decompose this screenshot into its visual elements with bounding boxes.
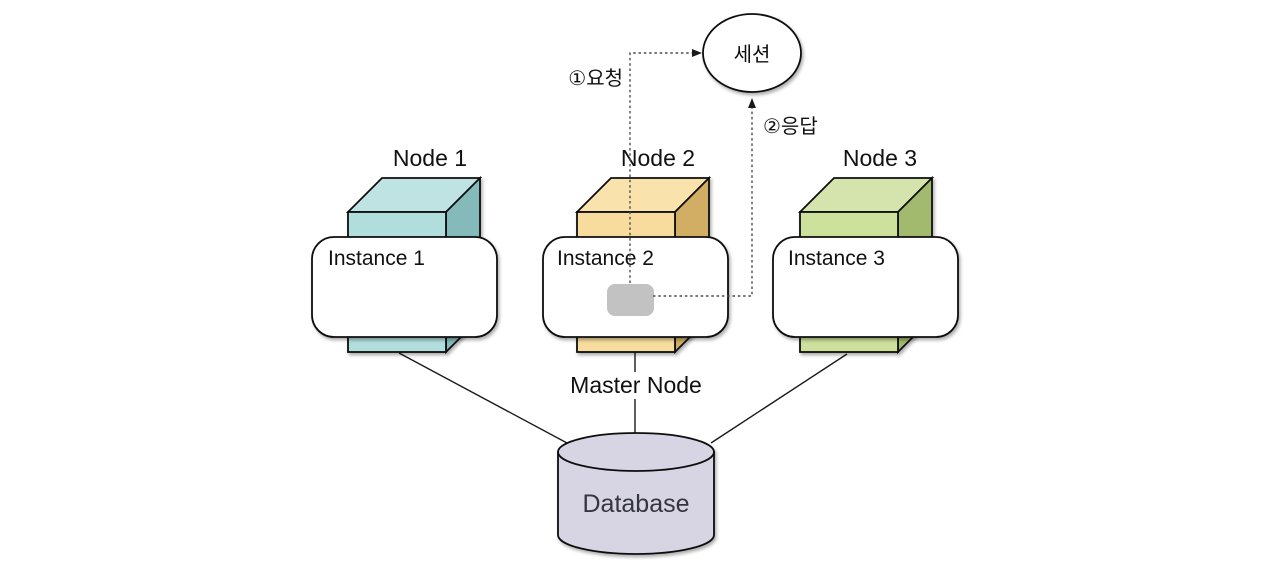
master-node-label-bg xyxy=(561,372,711,399)
node-3: Node 3 Instance 3 xyxy=(772,145,959,355)
instance-3-box xyxy=(772,236,959,338)
instance-3-label: Instance 3 xyxy=(788,247,885,270)
node-2: Node 2 Instance 2 xyxy=(542,145,729,355)
flow-arrows: ①요청 ②응답 xyxy=(568,49,818,297)
session: 세션 xyxy=(702,13,802,93)
database-label: Database xyxy=(582,490,689,518)
node-1-label: Node 1 xyxy=(393,145,467,171)
instance-1-box xyxy=(311,236,498,338)
connector-node1-db xyxy=(398,352,568,444)
master-node: Master Node xyxy=(561,372,711,399)
node-2-label: Node 2 xyxy=(621,145,695,171)
database-cylinder-body xyxy=(557,451,715,555)
instance-1-label: Instance 1 xyxy=(328,247,425,270)
connector-node3-db xyxy=(710,353,848,444)
instance-2-label: Instance 2 xyxy=(557,247,654,270)
session-label: 세션 xyxy=(734,43,771,66)
database: Database xyxy=(557,432,715,555)
master-node-label: Master Node xyxy=(570,372,702,398)
node-1: Node 1 Instance 1 xyxy=(311,145,498,355)
response-label: ②응답 xyxy=(763,115,818,138)
response-arrow xyxy=(653,98,756,297)
request-label: ①요청 xyxy=(568,67,623,90)
session-circle xyxy=(702,13,802,93)
request-arrow xyxy=(629,49,702,283)
session-data-box xyxy=(607,284,654,316)
node-3-label: Node 3 xyxy=(843,145,917,171)
database-cylinder-top xyxy=(557,432,715,472)
